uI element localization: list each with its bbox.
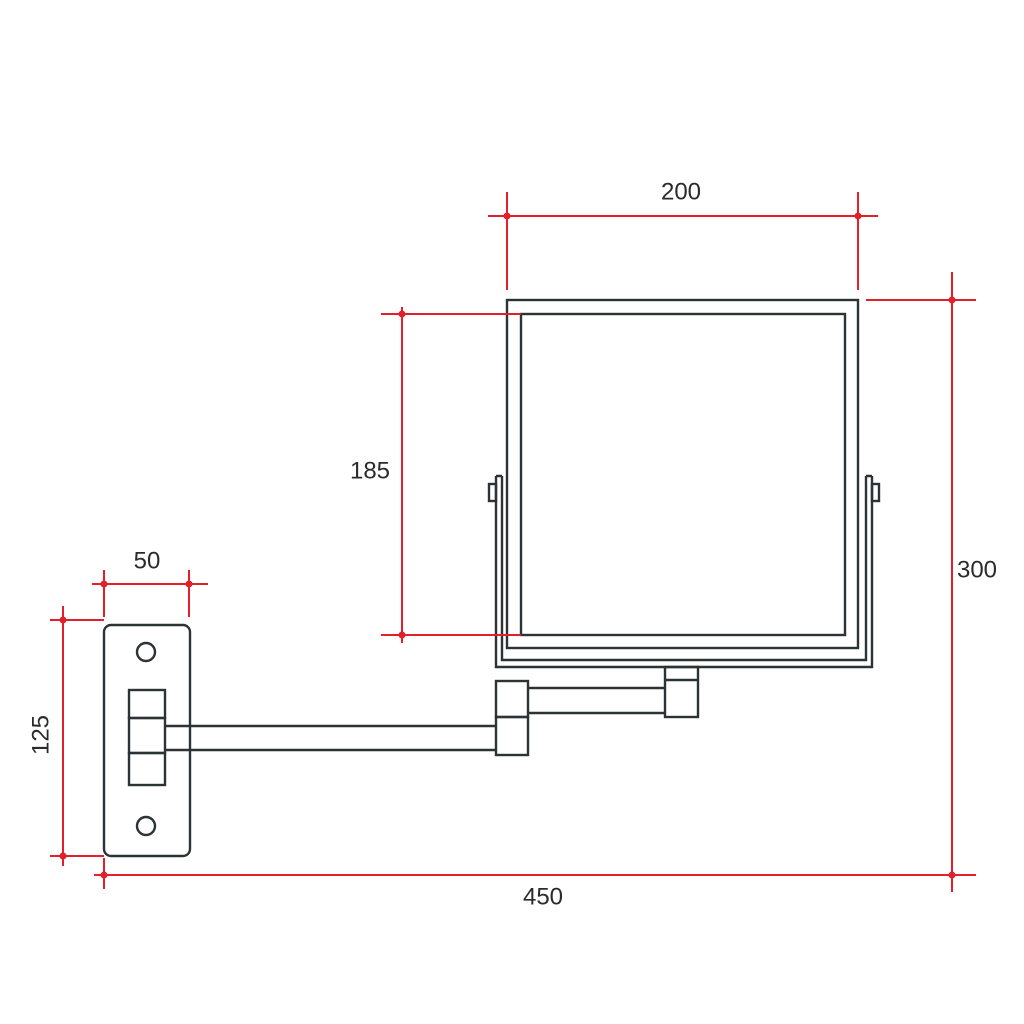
dimension-lines: [50, 192, 976, 892]
hinge-block-2: [127, 716, 167, 755]
wall-plate: [102, 623, 192, 858]
swing-arm: [165, 665, 700, 757]
yoke-inner: [500, 476, 868, 662]
mirror: [487, 298, 881, 669]
hinge-block-3: [127, 751, 167, 787]
dim-label-plate-height: 125: [27, 715, 54, 755]
hinge-block-1: [127, 688, 167, 720]
screw-hole-top: [135, 641, 157, 663]
plate-outline: [102, 623, 192, 858]
elbow-block-top: [494, 679, 530, 719]
yoke-outer: [494, 476, 874, 669]
pivot-left: [487, 482, 498, 503]
elbow-block-bottom: [494, 715, 530, 757]
dim-label-total-height: 300: [957, 556, 997, 583]
dim-label-plate-width: 50: [134, 547, 161, 574]
dim-label-projection: 450: [523, 883, 563, 910]
mirror-mount-block: [663, 665, 700, 719]
pivot-right: [870, 482, 881, 503]
screw-hole-bottom: [135, 815, 157, 837]
dim-label-glass-height: 185: [350, 457, 390, 484]
dim-label-mirror-width: 200: [661, 178, 701, 205]
mirror-frame: [505, 298, 860, 650]
mirror-glass: [519, 312, 847, 637]
